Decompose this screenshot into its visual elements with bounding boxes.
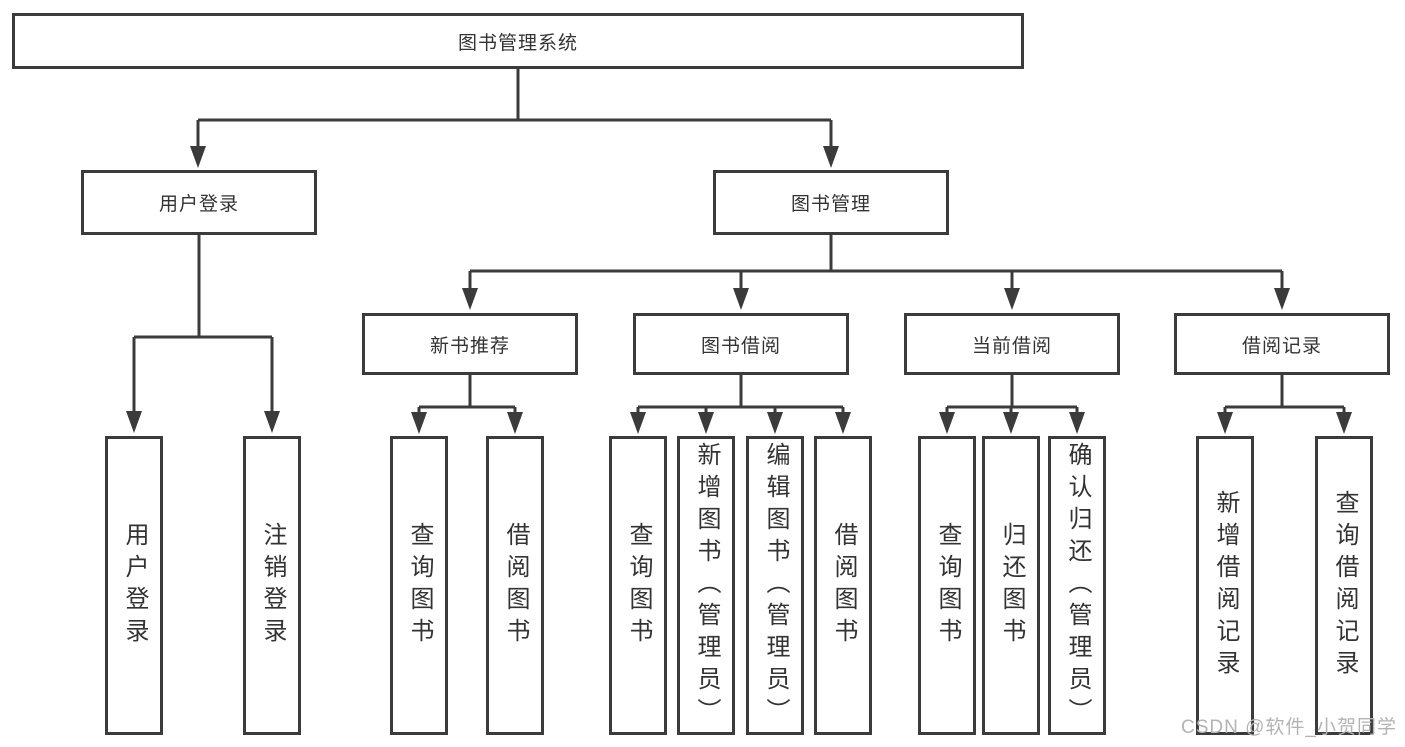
leaf-query-books-recommend-label: 查询图书 <box>406 521 433 650</box>
leaf-borrow-books-recommend-label: 借阅图书 <box>502 521 529 650</box>
leaf-query-books-borrow: 查询图书 <box>609 436 667 735</box>
node-borrow-records-label: 借阅记录 <box>1241 335 1322 357</box>
node-user-login-label: 用户登录 <box>158 194 239 215</box>
leaf-query-books-current-label: 查询图书 <box>934 521 961 650</box>
node-book-management-label: 图书管理 <box>790 194 871 215</box>
leaf-logout-label: 注销登录 <box>259 521 286 650</box>
node-new-book-recommend: 新书推荐 <box>362 313 578 375</box>
leaf-return-book: 归还图书 <box>982 436 1040 735</box>
leaf-add-book-admin-label: 新增图书（管理员） <box>693 441 720 730</box>
leaf-borrow-books-borrow-label: 借阅图书 <box>830 521 857 650</box>
node-new-book-recommend-label: 新书推荐 <box>429 335 510 357</box>
leaf-add-borrow-record-label: 新增借阅记录 <box>1212 489 1239 682</box>
leaf-confirm-return-admin: 确认归还（管理员） <box>1048 436 1106 735</box>
leaf-query-books-current: 查询图书 <box>918 436 976 735</box>
leaf-borrow-books-recommend: 借阅图书 <box>486 436 544 735</box>
leaf-confirm-return-admin-label: 确认归还（管理员） <box>1064 441 1091 730</box>
leaf-query-borrow-record: 查询借阅记录 <box>1315 436 1373 735</box>
leaf-add-borrow-record: 新增借阅记录 <box>1196 436 1254 735</box>
node-current-borrow-label: 当前借阅 <box>971 335 1052 357</box>
leaf-logout: 注销登录 <box>243 436 301 735</box>
node-book-management: 图书管理 <box>713 170 949 235</box>
leaf-query-books-recommend: 查询图书 <box>390 436 448 735</box>
node-borrow-records: 借阅记录 <box>1174 313 1390 375</box>
leaf-query-books-borrow-label: 查询图书 <box>625 521 652 650</box>
node-root-label: 图书管理系统 <box>457 32 578 54</box>
leaf-borrow-books-borrow: 借阅图书 <box>814 436 872 735</box>
leaf-return-book-label: 归还图书 <box>998 521 1025 650</box>
node-book-borrow: 图书借阅 <box>633 313 849 375</box>
node-root: 图书管理系统 <box>12 13 1024 69</box>
csdn-watermark: CSDN @软件_小贺同学 <box>1181 717 1397 738</box>
leaf-add-book-admin: 新增图书（管理员） <box>677 436 735 735</box>
node-book-borrow-label: 图书借阅 <box>700 335 781 357</box>
leaf-edit-book-admin-label: 编辑图书（管理员） <box>762 441 789 730</box>
node-user-login: 用户登录 <box>81 170 317 235</box>
leaf-query-borrow-record-label: 查询借阅记录 <box>1331 489 1358 682</box>
leaf-user-login: 用户登录 <box>105 436 163 735</box>
leaf-user-login-label: 用户登录 <box>121 521 148 650</box>
node-current-borrow: 当前借阅 <box>904 313 1120 375</box>
leaf-edit-book-admin: 编辑图书（管理员） <box>746 436 804 735</box>
